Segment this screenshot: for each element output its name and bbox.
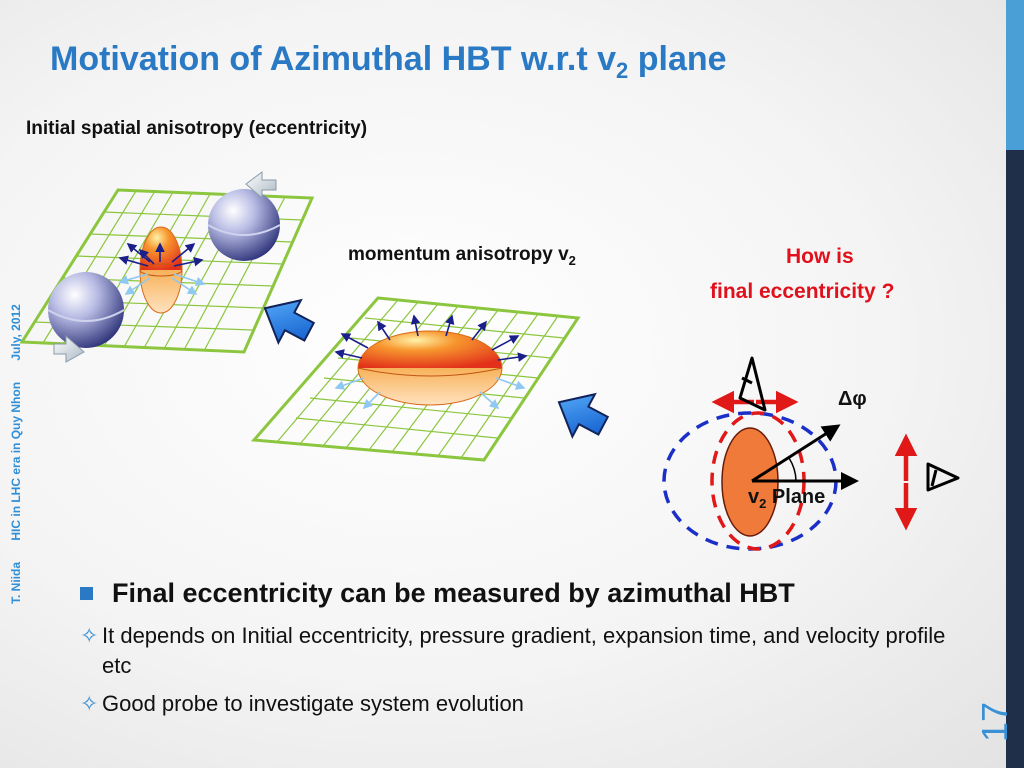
transition-arrow-icon (557, 392, 610, 439)
pressure-arrows-expanded (334, 314, 528, 410)
main-bullet-text: Final eccentricity can be measured by az… (112, 578, 795, 608)
question-line1: How is (786, 245, 854, 268)
sidebar (1006, 0, 1024, 768)
initial-anisotropy-label: Initial spatial anisotropy (eccentricity… (26, 118, 368, 139)
pressure-arrows-initial (118, 242, 206, 295)
main-bullet: Final eccentricity can be measured by az… (80, 578, 960, 609)
fireball-ellipse-icon (139, 226, 183, 314)
fireball-ellipse-icon (357, 330, 503, 406)
sub-bullet: ✧ It depends on Initial eccentricity, pr… (80, 621, 960, 681)
v2-plane-label: v2 Plane (748, 486, 826, 511)
transition-arrow-icon (263, 298, 316, 345)
delta-phi-label: Δφ (838, 388, 867, 410)
bullet-list: Final eccentricity can be measured by az… (80, 578, 960, 727)
nucleus-sphere-icon (207, 171, 281, 261)
nucleus-sphere-icon (47, 272, 125, 363)
momentum-anisotropy-label: momentum anisotropy v2 (348, 244, 576, 268)
final-eccentricity-diagram (662, 390, 918, 551)
bullet-square-icon (80, 587, 93, 600)
sub-bullet: ✧ Good probe to investigate system evolu… (80, 689, 960, 719)
sub-bullet-text: Good probe to investigate system evoluti… (102, 691, 524, 716)
detector-pair-icon (738, 356, 960, 492)
four-point-star-icon: ✧ (80, 623, 99, 648)
sidebar-accent (1006, 0, 1024, 150)
four-point-star-icon: ✧ (80, 691, 99, 716)
slide-title: Motivation of Azimuthal HBT w.r.t v2 pla… (50, 40, 727, 83)
question-line2: final eccentricity ? (710, 280, 895, 303)
sub-bullet-text: It depends on Initial eccentricity, pres… (102, 623, 946, 678)
